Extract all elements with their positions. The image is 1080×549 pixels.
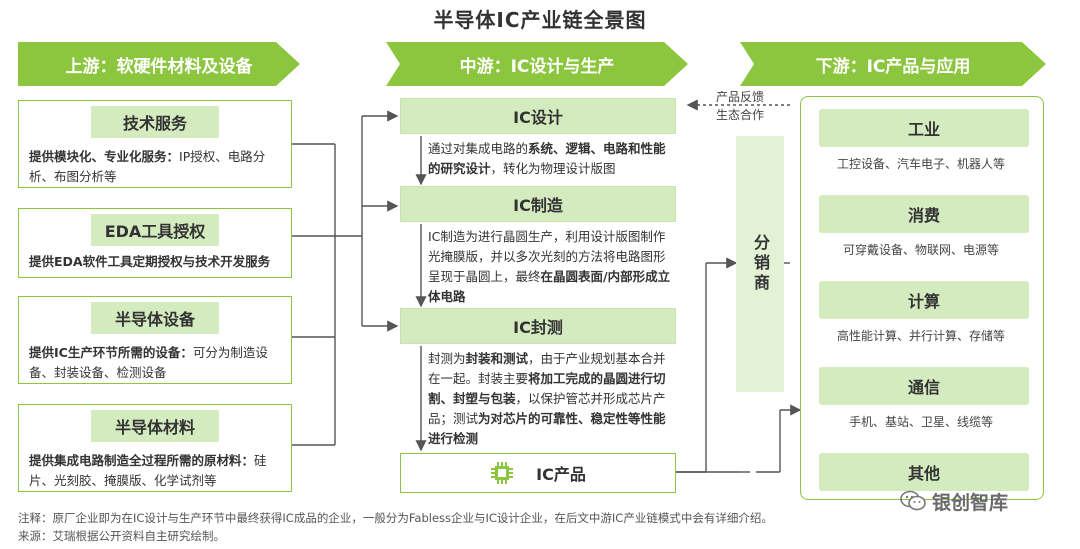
ic-manufacture-desc: IC制造为进行晶圆生产，利用设计版图制作光掩膜版，并以多次光刻的方法将电路图形呈… <box>428 229 671 304</box>
distributor-label: 分销商 <box>751 234 770 294</box>
downstream-item-title: 其他 <box>819 453 1029 491</box>
ic-product-box: IC产品 <box>400 453 676 493</box>
upstream-item-title: EDA工具授权 <box>91 214 219 246</box>
upstream-banner: 上游：软硬件材料及设备 <box>18 42 300 86</box>
ic-product-label: IC产品 <box>536 465 586 484</box>
downstream-item-desc: 高性能计算、并行计算、存储等 <box>836 329 1005 343</box>
downstream-item-title: 工业 <box>819 109 1029 147</box>
ic-design-desc: 通过对集成电路的系统、逻辑、电路和性能的研究设计，转化为物理设计版图 <box>428 141 666 176</box>
desc-bold: 提供模块化、专业化服务： <box>29 149 180 164</box>
desc-text: 硅片、光刻胶、掩膜版、化学试剂等 <box>29 453 267 488</box>
upstream-item-tech-service: 技术服务 提供模块化、专业化服务：IP授权、电路分析、布图分析等 <box>18 100 292 188</box>
upstream-item-materials: 半导体材料 提供集成电路制造全过程所需的原材料：硅片、光刻胶、掩膜版、化学试剂等 <box>18 404 292 492</box>
distributor-box: 分销商 <box>736 136 784 392</box>
desc-bold: 提供EDA软件工具定期授权与技术开发服务 <box>29 254 271 269</box>
ic-manufacture-title: IC制造 <box>400 186 676 222</box>
downstream-container: 工业 工控设备、汽车电子、机器人等 消费 可穿戴设备、物联网、电源等 计算 高性… <box>800 96 1044 500</box>
upstream-item-desc: 提供IC生产环节所需的设备：可分为制造设备、封装设备、检测设备 <box>29 343 285 383</box>
chip-icon <box>490 461 514 485</box>
downstream-item-title: 计算 <box>819 281 1029 319</box>
ic-design-title: IC设计 <box>400 98 676 134</box>
upstream-item-title: 半导体设备 <box>91 302 219 334</box>
upstream-item-eda: EDA工具授权 提供EDA软件工具定期授权与技术开发服务 <box>18 208 292 278</box>
upstream-item-equipment: 半导体设备 提供IC生产环节所需的设备：可分为制造设备、封装设备、检测设备 <box>18 296 292 384</box>
desc-text: IP授权、电路分析、布图分析等 <box>29 149 266 184</box>
downstream-item-desc: 手机、基站、卫星、线缆等 <box>848 415 993 429</box>
downstream-item-title: 消费 <box>819 195 1029 233</box>
footnote: 注释：原厂企业即为在IC设计与生产环节中最终获得IC成品的企业，一般分为Fabl… <box>18 511 773 525</box>
downstream-banner: 下游：IC产品与应用 <box>740 42 1046 86</box>
diagram-title: 半导体IC产业链全景图 <box>433 8 647 32</box>
feedback-line-1: 产品反馈 <box>715 90 764 104</box>
source-note: 来源：艾瑞根据公开资料自主研究绘制。 <box>18 529 225 543</box>
desc-bold: 提供IC生产环节所需的设备： <box>29 345 193 360</box>
upstream-item-title: 半导体材料 <box>91 410 219 442</box>
upstream-item-desc: 提供EDA软件工具定期授权与技术开发服务 <box>29 252 291 272</box>
downstream-item-desc: 可穿戴设备、物联网、电源等 <box>842 243 999 257</box>
upstream-item-desc: 提供集成电路制造全过程所需的原材料：硅片、光刻胶、掩膜版、化学试剂等 <box>29 451 285 491</box>
downstream-item-title: 通信 <box>819 367 1029 405</box>
desc-text: 可分为制造设备、封装设备、检测设备 <box>29 345 268 380</box>
upstream-item-desc: 提供模块化、专业化服务：IP授权、电路分析、布图分析等 <box>29 147 285 187</box>
wechat-icon <box>900 490 926 512</box>
watermark: 银创智库 <box>900 486 1070 516</box>
upstream-item-title: 技术服务 <box>91 106 219 138</box>
downstream-item-desc: 工控设备、汽车电子、机器人等 <box>836 157 1005 171</box>
feedback-line-2: 生态合作 <box>715 108 764 122</box>
ic-test-desc: 封测为封装和测试，由于产业规划基本合并在一起。封装主要将加工完成的晶圆进行切割、… <box>428 351 666 446</box>
feedback-label: 产品反馈 生态合作 <box>708 88 772 124</box>
watermark-text: 银创智库 <box>932 491 1009 514</box>
midstream-banner: 中游：IC设计与生产 <box>386 42 688 86</box>
desc-bold: 提供集成电路制造全过程所需的原材料： <box>29 453 255 468</box>
ic-test-title: IC封测 <box>400 308 676 344</box>
